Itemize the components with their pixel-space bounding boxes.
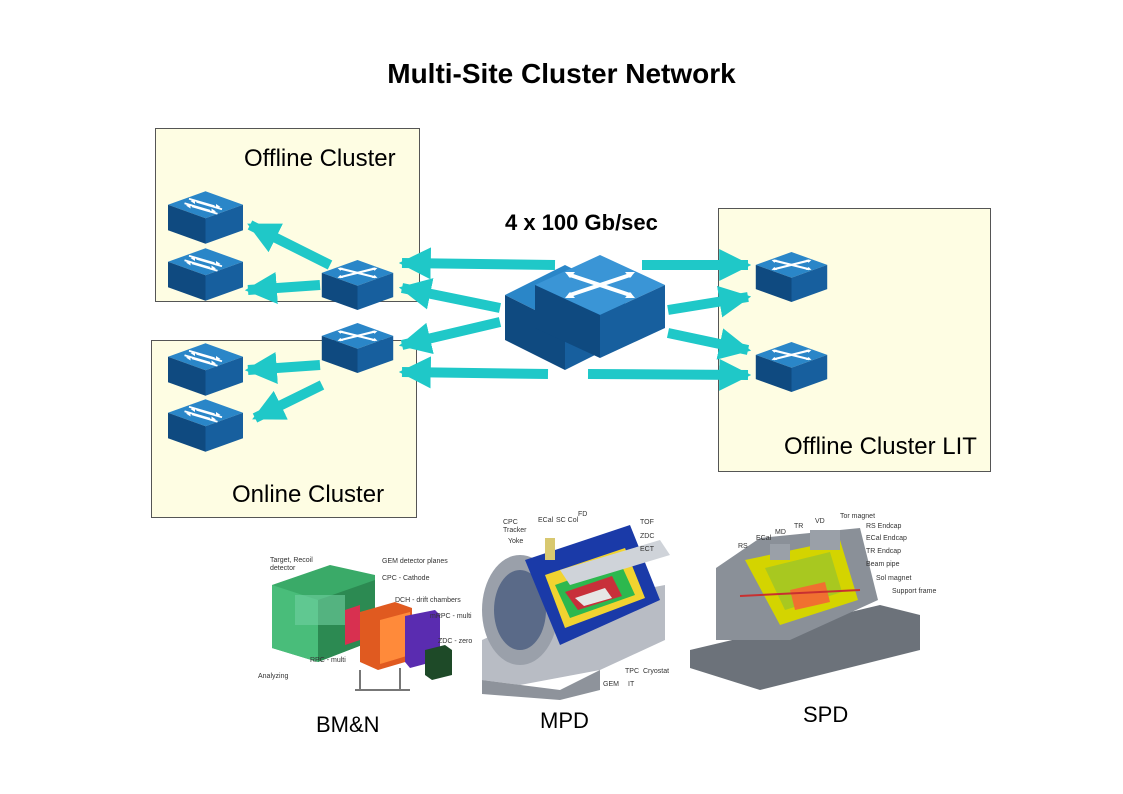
bmn-label-zdc: ZDC - zero: [438, 638, 472, 645]
bmn-label-dch: DCH - drift chambers: [395, 597, 461, 604]
mpd-label-tpc: TPC: [625, 668, 639, 675]
spd-label-md: MD: [775, 529, 786, 536]
arrow-edge-to-offline-hub-1: [247, 220, 333, 270]
spd-label-vd: VD: [815, 518, 825, 525]
spd-label-tor-magnet: Tor magnet: [840, 513, 875, 520]
spd-label-sol-magnet: Sol magnet: [876, 575, 911, 582]
arrow-core-to-online-2: [398, 356, 549, 389]
spd-label-ecal: ECal: [756, 535, 772, 542]
offline-cluster-label: Offline Cluster: [244, 145, 396, 172]
spd-label-support-frame: Support frame: [892, 588, 936, 595]
bmn-label-cpc: CPC - Cathode: [382, 575, 430, 582]
online-cluster-label: Online Cluster: [232, 481, 385, 508]
mpd-label-sccol: SC Col: [556, 517, 579, 524]
bmn-label-rpc: RPC - multi: [310, 657, 346, 664]
mpd-label-zdc: ZDC: [640, 533, 654, 540]
arrow-core-to-lit-3: [666, 328, 752, 360]
lit-switch-1: [754, 252, 829, 302]
lit-switch-2: [754, 342, 829, 392]
offline-hub-switch-2: [168, 247, 243, 302]
online-edge-switch: [320, 323, 395, 373]
mpd-label-yoke: Yoke: [508, 538, 523, 545]
spd-caption: SPD: [803, 702, 849, 727]
core-switch-front: [535, 255, 665, 358]
spd-label-beam-pipe: Beam pipe: [866, 561, 900, 568]
spd-label-rs-endcap: RS Endcap: [866, 523, 902, 530]
arrow-edge-to-online-hub-2: [252, 380, 325, 423]
offline-cluster-lit-label: Offline Cluster LIT: [784, 433, 977, 460]
bmn-label-detector: detector: [270, 565, 296, 572]
arrow-core-to-lit-2: [667, 285, 752, 318]
spd-label-rs: RS: [738, 543, 748, 550]
online-hub-switch-2: [168, 398, 243, 453]
mpd-label-tracker: Tracker: [503, 527, 527, 534]
offline-cluster-lit-box: [718, 208, 991, 472]
arrow-core-to-lit-4: [587, 358, 752, 391]
bmn-detector-image: Target, Recoil detector GEM detector pla…: [258, 557, 472, 691]
bandwidth-label: 4 x 100 Gb/sec: [505, 210, 658, 235]
mpd-label-gem: GEM: [603, 681, 619, 688]
diagram-title: Multi-Site Cluster Network: [387, 58, 736, 89]
arrow-edge-to-online-hub-1: [244, 352, 321, 384]
spd-label-ecal-endcap: ECal Endcap: [866, 535, 907, 542]
spd-detector-image: RS ECal MD TR VD Tor magnet RS Endcap EC…: [690, 513, 936, 690]
arrow-core-to-offline-1: [398, 247, 556, 280]
bmn-label-gem: GEM detector planes: [382, 558, 448, 565]
spd-label-tr-endcap: TR Endcap: [866, 548, 901, 555]
bmn-label-target: Target, Recoil: [270, 557, 313, 564]
mpd-detector-image: CPC Tracker Yoke ECal SC Col FD TOF ZDC …: [482, 511, 670, 700]
mpd-label-fd: FD: [578, 511, 587, 518]
spd-label-tr: TR: [794, 523, 803, 530]
mpd-label-tof: TOF: [640, 519, 654, 526]
arrow-edge-to-offline-hub-2: [244, 272, 321, 304]
mpd-caption: MPD: [540, 708, 589, 733]
mpd-label-cpc: CPC: [503, 519, 518, 526]
bmn-caption: BM&N: [316, 712, 380, 737]
mpd-label-it: IT: [628, 681, 635, 688]
bmn-label-magnet: Analyzing: [258, 673, 288, 680]
online-hub-switch-1: [168, 342, 243, 397]
offline-hub-switch-1: [168, 190, 243, 245]
mpd-label-ecal: ECal: [538, 517, 554, 524]
bmn-label-mrpc: mRPC - multi: [430, 613, 472, 620]
arrow-core-to-online-1: [398, 317, 502, 354]
mpd-label-cryostat: Cryostat: [643, 668, 669, 675]
offline-edge-switch: [320, 260, 395, 310]
mpd-label-ect: ECT: [640, 546, 655, 553]
arrow-core-to-offline-2: [398, 278, 501, 313]
